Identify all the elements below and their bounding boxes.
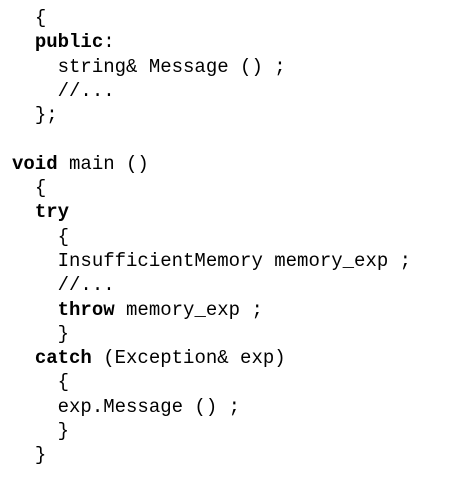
code-line: exp.Message () ;	[12, 395, 411, 419]
keyword-catch: catch	[34, 347, 92, 370]
code-line: {	[12, 370, 411, 394]
code-token: (Exception& exp)	[91, 347, 286, 370]
code-line: InsufficientMemory memory_exp ;	[12, 249, 411, 273]
keyword-throw: throw	[57, 298, 115, 321]
code-line-blank	[12, 127, 411, 151]
code-token: }	[57, 420, 70, 443]
code-line: void main ()	[12, 152, 411, 176]
code-line: try	[12, 200, 411, 224]
code-comment: //...	[57, 79, 115, 102]
keyword-public: public	[34, 31, 104, 54]
code-token: :	[103, 31, 115, 54]
code-token: {	[57, 225, 70, 248]
code-line: };	[12, 103, 411, 127]
code-token: };	[34, 104, 58, 127]
code-line: catch (Exception& exp)	[12, 346, 411, 370]
code-line: {	[12, 176, 411, 200]
code-token: {	[57, 371, 70, 394]
code-line: //...	[12, 273, 411, 297]
code-line: }	[12, 419, 411, 443]
code-line: {	[12, 6, 411, 30]
code-token: main ()	[57, 152, 149, 175]
code-token: }	[57, 322, 70, 345]
code-token: string& Message () ;	[57, 55, 286, 78]
code-token: InsufficientMemory memory_exp ;	[57, 249, 412, 272]
code-line: //...	[12, 79, 411, 103]
code-token: {	[34, 7, 47, 29]
code-listing: { public: string& Message () ; //... }; v…	[12, 6, 411, 468]
code-line: string& Message () ;	[12, 55, 411, 79]
code-line: }	[12, 443, 411, 467]
code-line: public:	[12, 30, 411, 54]
code-token: memory_exp ;	[114, 298, 263, 321]
code-token: }	[34, 444, 47, 467]
keyword-try: try	[34, 201, 70, 224]
code-comment: //...	[57, 274, 115, 297]
code-token: exp.Message () ;	[57, 395, 241, 418]
keyword-void: void	[12, 152, 58, 175]
code-line: {	[12, 225, 411, 249]
code-line: }	[12, 322, 411, 346]
code-token: {	[34, 177, 47, 200]
code-line: throw memory_exp ;	[12, 298, 411, 322]
